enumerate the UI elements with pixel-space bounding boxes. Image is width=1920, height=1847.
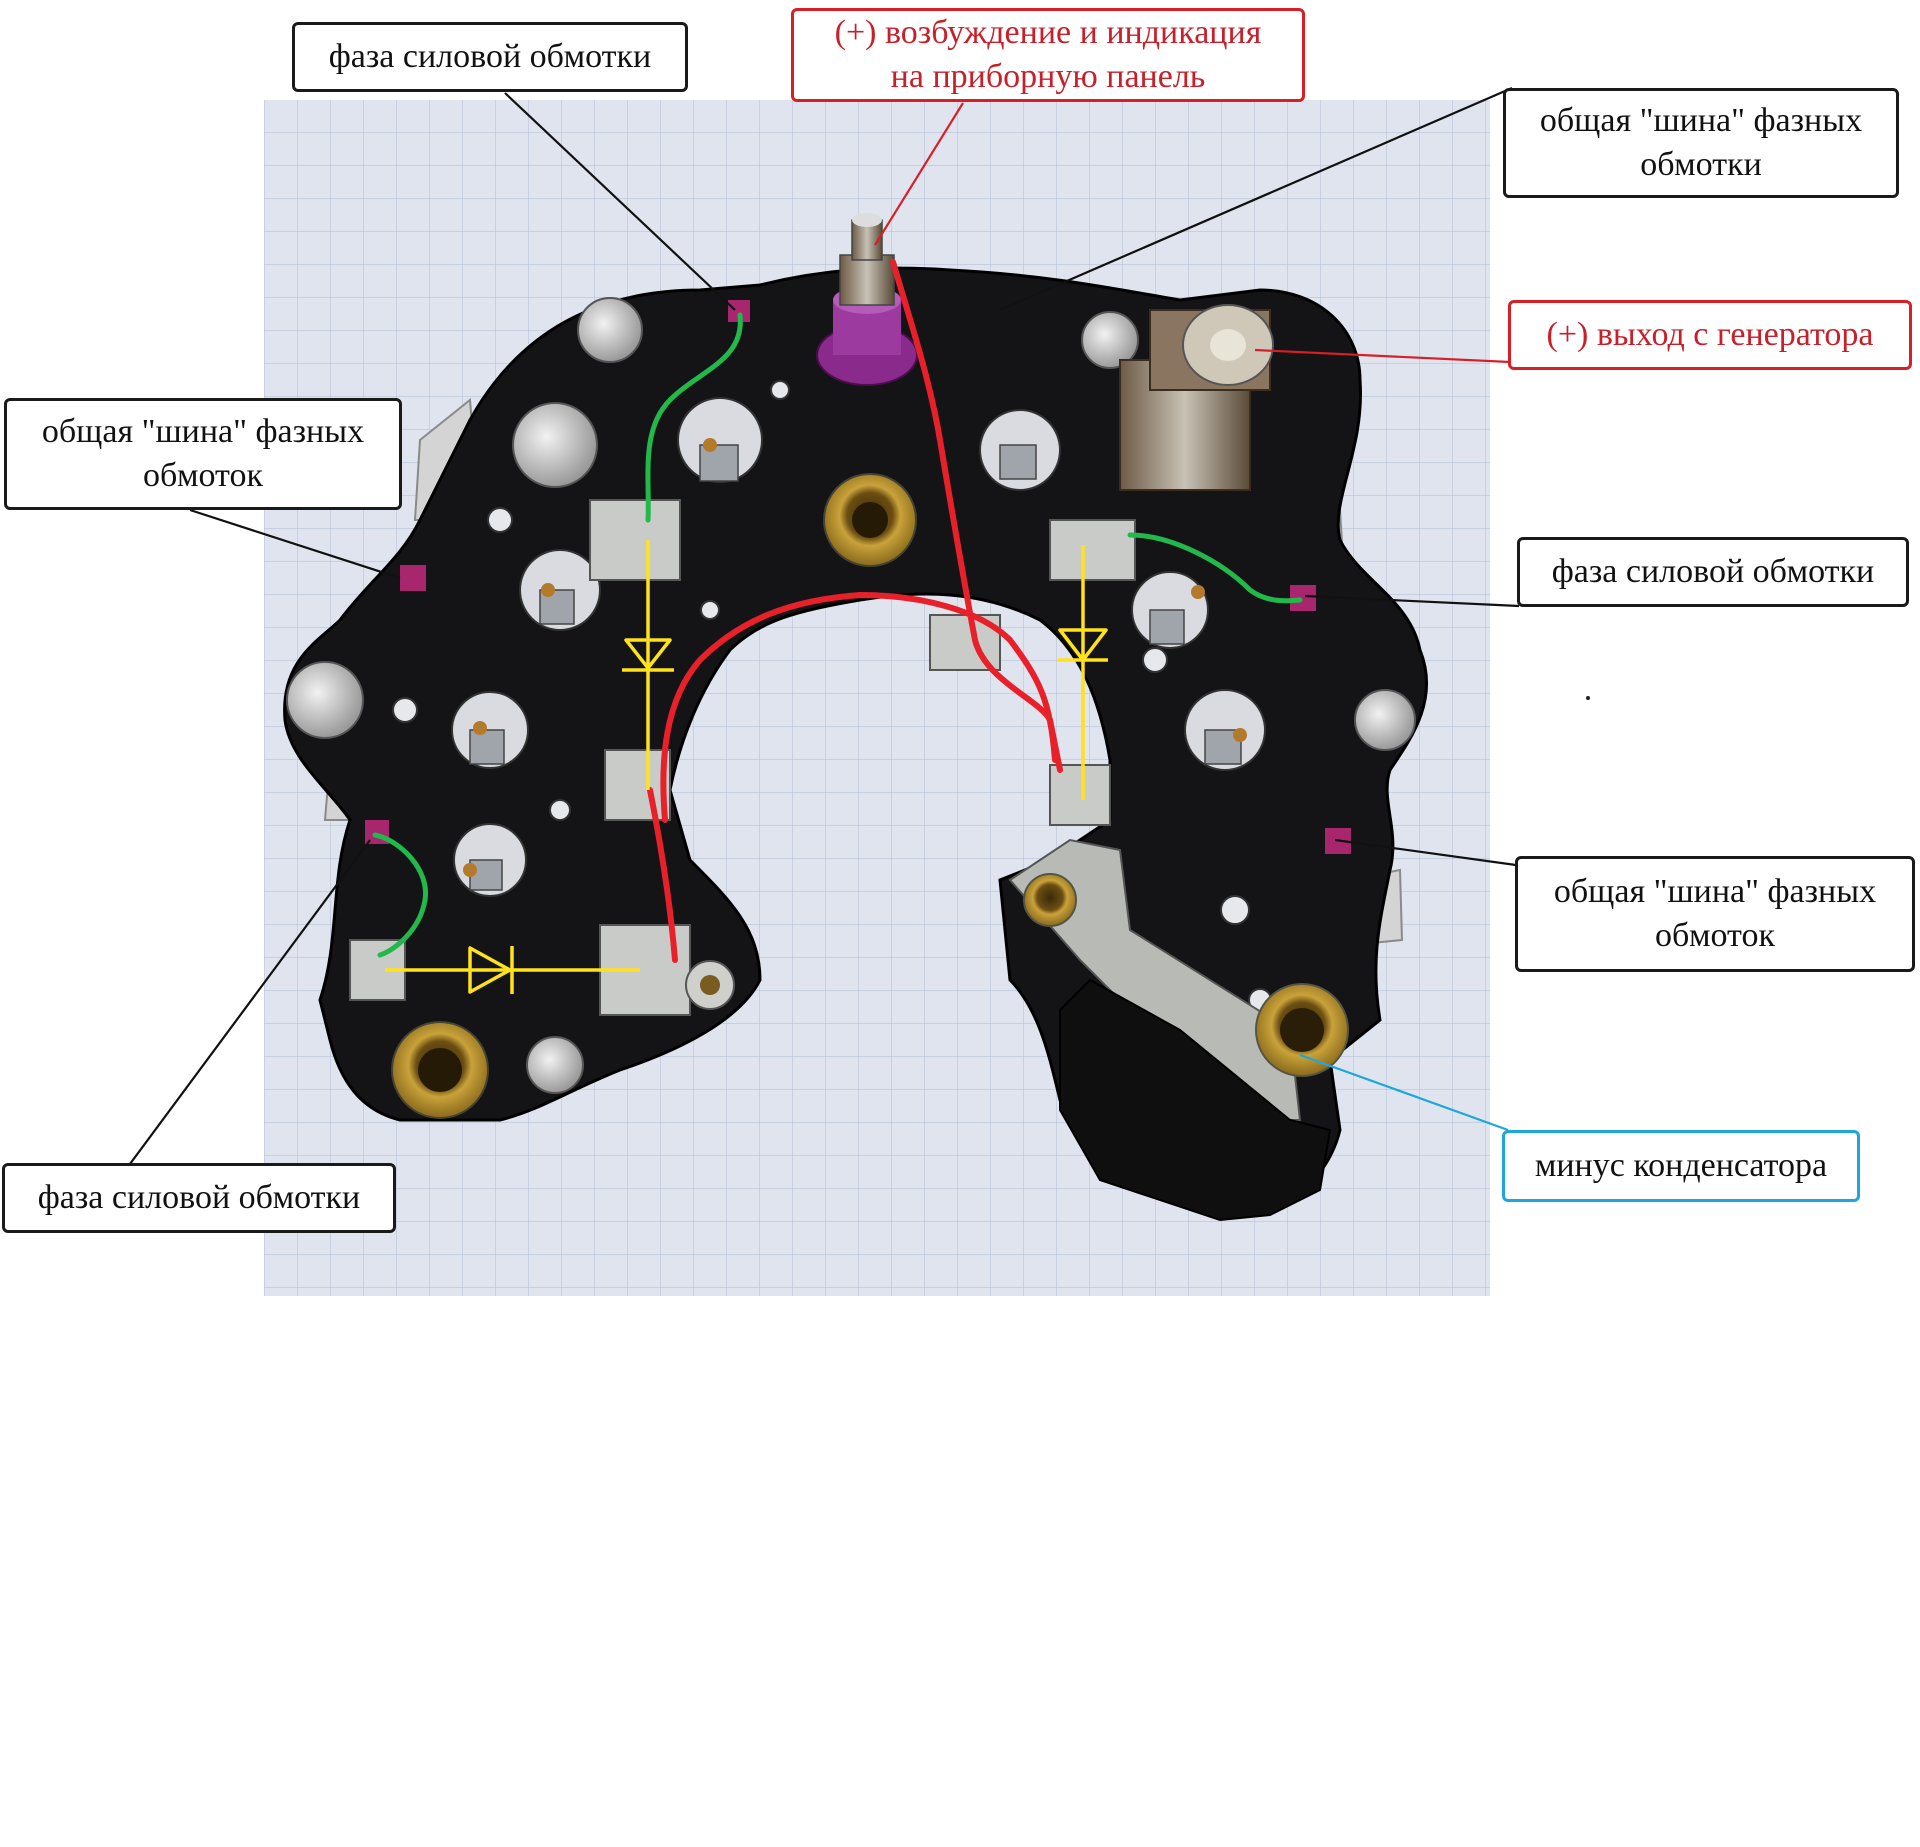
label-bus-left: общая "шина" фазных обмоток — [4, 398, 402, 510]
label-phase-bottom-left: фаза силовой обмотки — [2, 1163, 396, 1233]
label-excitation: (+) возбуждение и индикация на приборную… — [791, 8, 1305, 102]
label-phase-bottom-left-text: фаза силовой обмотки — [37, 1179, 361, 1216]
label-bus-right-text: общая "шина" фазных обмоток — [1553, 873, 1877, 954]
label-phase-right: фаза силовой обмотки — [1517, 537, 1909, 607]
green-wires — [372, 312, 1303, 958]
label-phase-right-text: фаза силовой обмотки — [1551, 553, 1875, 590]
label-output-text: (+) выход с генератора — [1546, 316, 1874, 353]
terminal-tabs — [349, 499, 1136, 1016]
diode-pockets — [451, 397, 1266, 897]
label-bus-left-text: общая "шина" фазных обмоток — [41, 413, 365, 494]
label-bus-top-right: общая "шина" фазных обмотки — [1503, 88, 1899, 198]
label-bus-right: общая "шина" фазных обмоток — [1515, 856, 1915, 972]
excitation-stud — [816, 213, 918, 386]
diode-symbols — [385, 540, 1108, 994]
rivets — [286, 297, 1416, 1094]
label-phase-top: фаза силовой обмотки — [292, 22, 688, 92]
output-bolt — [1119, 304, 1274, 491]
label-phase-top-text: фаза силовой обмотки — [328, 38, 652, 75]
brass-eyelets — [391, 473, 917, 1119]
label-excitation-text: (+) возбуждение и индикация на приборную… — [834, 14, 1262, 95]
label-bus-top-right-text: общая "шина" фазных обмотки — [1539, 102, 1863, 183]
stray-dot — [1586, 696, 1590, 700]
label-capacitor-minus: минус конденсатора — [1502, 1130, 1860, 1202]
label-capacitor-minus-text: минус конденсатора — [1534, 1147, 1828, 1184]
leader-lines — [126, 86, 1524, 1169]
label-output: (+) выход с генератора — [1508, 300, 1912, 370]
red-wires — [647, 259, 1063, 963]
board-holes — [392, 380, 1272, 1012]
capacitor-block — [1059, 978, 1332, 1222]
